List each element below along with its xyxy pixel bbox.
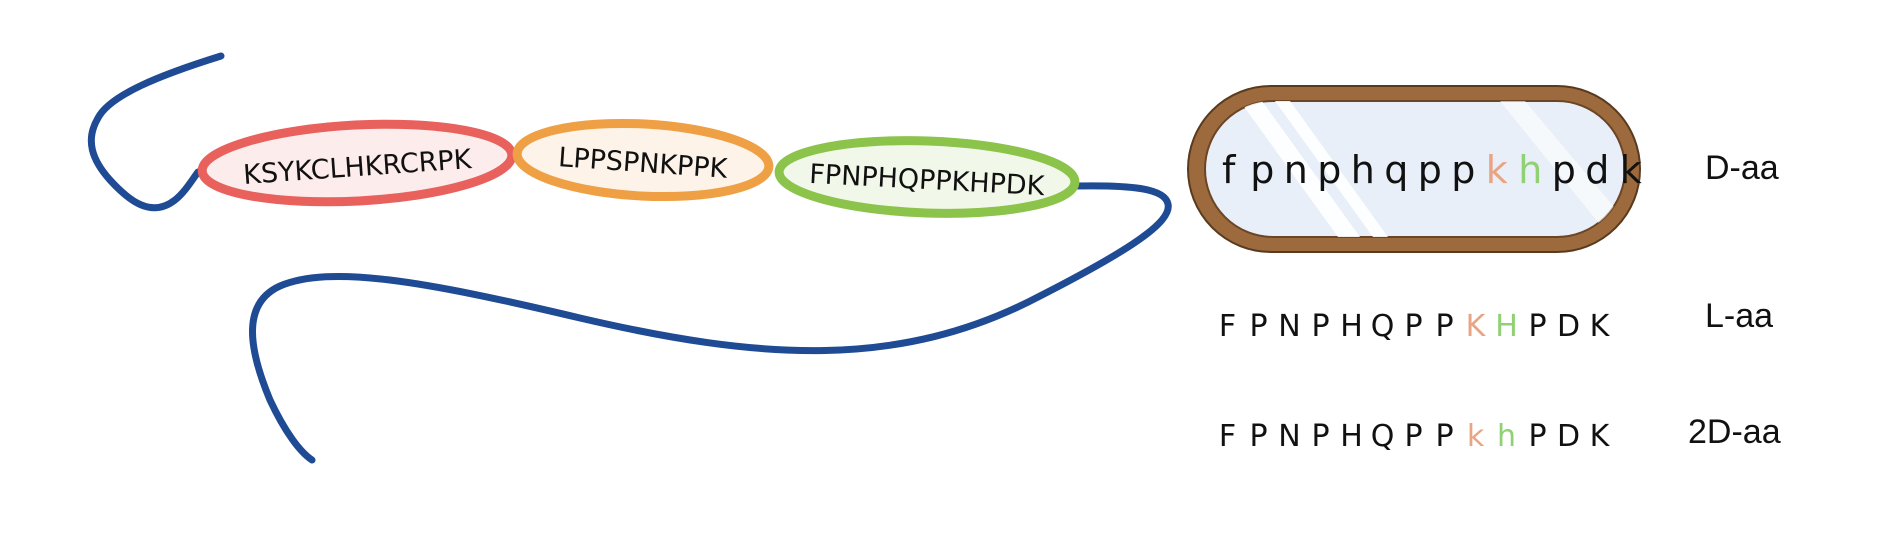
residue: f (1222, 148, 1236, 192)
residue: H (1340, 418, 1363, 454)
residue: k (1485, 148, 1508, 192)
residue: P (1404, 418, 1423, 454)
residue: N (1278, 308, 1301, 344)
residue: D (1556, 308, 1581, 344)
residue: P (1528, 308, 1547, 344)
2d-aa-label: 2D-aa (1688, 413, 1781, 451)
d-aa-label: D-aa (1705, 149, 1779, 187)
residue: P (1435, 418, 1454, 454)
residue: H (1495, 308, 1518, 344)
segment-2-ellipse (512, 118, 774, 202)
residue: k (1466, 418, 1485, 454)
d-aa-capsule (1187, 85, 1641, 253)
residue: P (1249, 418, 1268, 454)
residue: P (1311, 418, 1330, 454)
l-aa-label: L-aa (1705, 297, 1774, 335)
residue: H (1340, 308, 1363, 344)
residue: p (1317, 148, 1342, 192)
residue: K (1589, 308, 1610, 344)
segment-2: LPPSPNKPPK (512, 118, 774, 202)
residue: Q (1370, 308, 1395, 344)
segment-3-ellipse (774, 136, 1080, 218)
residue: F (1218, 418, 1237, 454)
residue: h (1518, 148, 1543, 192)
residue: P (1435, 308, 1454, 344)
residue: p (1451, 148, 1476, 192)
segment-1: KSYKCLHKRCRPK (197, 119, 517, 207)
residue: P (1404, 308, 1423, 344)
residue: Q (1370, 418, 1395, 454)
residue: k (1619, 148, 1642, 192)
residue: h (1496, 418, 1516, 454)
residue: d (1585, 148, 1610, 192)
residue: n (1283, 148, 1308, 192)
residue: F (1218, 308, 1237, 344)
residue: P (1249, 308, 1268, 344)
residue: N (1278, 418, 1301, 454)
chain-right-tail (249, 182, 1172, 464)
residue: p (1551, 148, 1576, 192)
chain-left-tail (87, 52, 225, 212)
residue: P (1311, 308, 1330, 344)
residue: D (1556, 418, 1581, 454)
residue: K (1465, 308, 1486, 344)
residue: p (1417, 148, 1442, 192)
residue: q (1384, 148, 1409, 192)
residue: h (1350, 148, 1375, 192)
residue: K (1589, 418, 1610, 454)
residue: P (1528, 418, 1547, 454)
residue: p (1250, 148, 1275, 192)
segment-1-ellipse (197, 119, 517, 207)
capsule-highlight (1240, 101, 1625, 237)
segment-3: FPNPHQPPKHPDK (774, 136, 1080, 218)
